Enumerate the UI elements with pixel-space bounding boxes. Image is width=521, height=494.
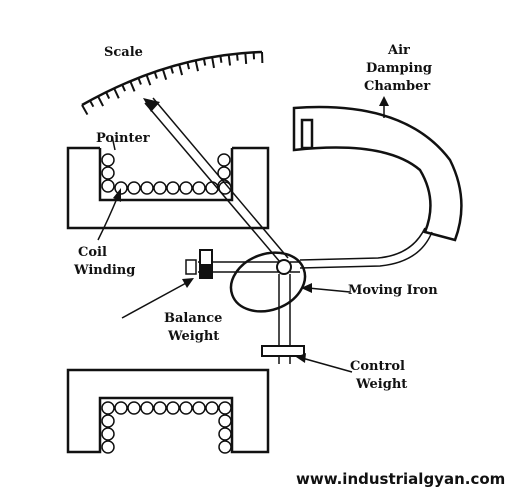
coil-turn [192,181,206,195]
coil-turn [179,181,193,195]
scale-tick [211,56,215,69]
coil-turn [101,440,115,454]
coil-winding-label-1: Coil [78,245,107,260]
scale-tick [178,64,184,76]
scale-tick [219,55,223,63]
coil-turn [153,181,167,195]
coil-turn [192,401,206,415]
pointer-tip [143,98,160,112]
scale-tick [227,54,232,66]
moving-iron-label: Moving Iron [348,283,438,298]
coil-turn [101,153,115,167]
scale [81,50,264,116]
coil-turn [101,414,115,428]
scale-tick [81,104,89,116]
coil-turn [101,427,115,441]
lower-coil-housing [66,368,270,454]
balance-weight-label-1: Balance [164,311,222,326]
upper-coil-housing [66,146,270,230]
scale-tick [161,68,168,81]
coil-winding-label-2: Winding [73,263,135,278]
scale-tick [129,80,136,92]
control-weight-label-2: Weight [355,377,407,392]
coil-turn [218,401,232,415]
coil-turn [127,401,141,415]
scale-ticks [81,51,264,116]
pointer-label: Pointer [96,131,150,146]
coil-turn [179,401,193,415]
coil-turn [114,401,128,415]
scale-tick [113,87,120,99]
coil-turn [101,179,115,193]
air-damping-label-1: Air [387,43,410,58]
control-weight-label-1: Control [350,359,405,374]
scale-tick [105,91,111,99]
coil-turn [205,401,219,415]
scale-tick [97,95,104,107]
scale-tick [89,100,95,108]
coil-turn [101,401,115,415]
coil-turn [153,401,167,415]
coil-turn [140,401,154,415]
air-damping-chamber [292,105,463,269]
coil-turn [217,166,231,180]
scale-tick [137,77,142,85]
watermark: www.industrialgyan.com [296,470,505,488]
balance-weight-label-2: Weight [167,329,219,344]
scale-tick [244,52,248,64]
upper-coil-winding [101,153,232,195]
scale-tick [235,53,239,61]
scale-tick [145,74,152,86]
moving-iron [229,251,307,313]
scale-tick [186,62,191,70]
control-weight-arm [261,274,305,364]
air-damping-label-3: Chamber [364,79,430,94]
scale-label: Scale [104,45,143,60]
coil-turn [218,440,232,454]
pivot [276,259,292,275]
scale-tick [170,66,174,74]
coil-turn [218,181,232,195]
spindle [185,249,300,279]
pointer [143,97,289,263]
leader-lines [97,96,389,373]
air-damping-label-2: Damping [366,61,432,76]
lower-coil-winding [101,401,232,454]
scale-tick [194,60,199,72]
scale-tick [153,71,158,79]
control-weight [261,345,305,357]
coil-turn [217,153,231,167]
coil-turn [166,181,180,195]
coil-turn [166,401,180,415]
coil-turn [101,166,115,180]
coil-turn [218,414,232,428]
coil-turn [127,181,141,195]
damping-vane [300,118,314,150]
coil-turn [140,181,154,195]
scale-tick [121,84,126,92]
coil-turn [218,427,232,441]
scale-tick [202,58,207,66]
